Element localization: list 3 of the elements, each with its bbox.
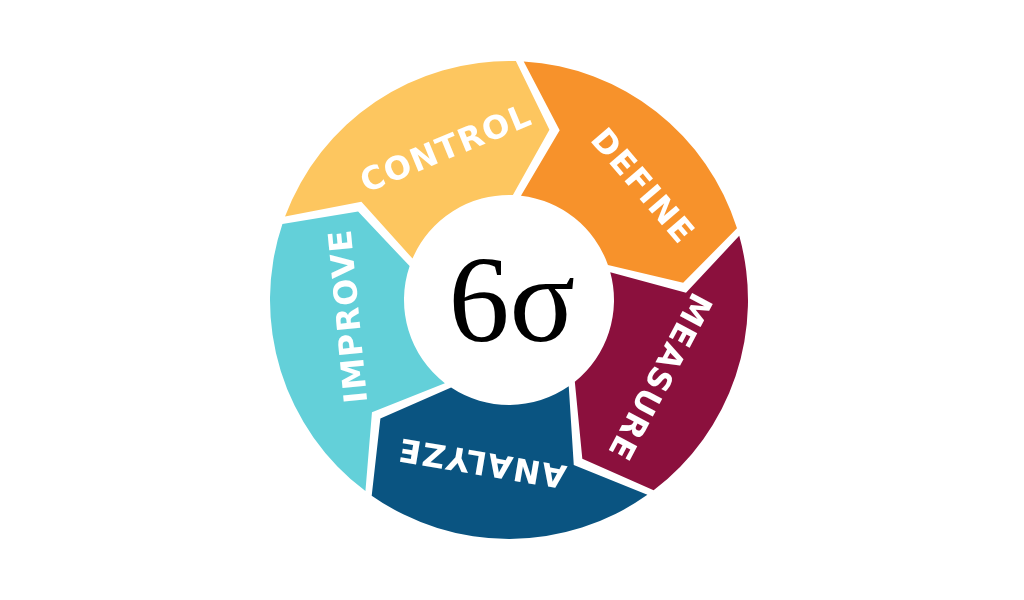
step-label: IMPROVE [323, 226, 373, 405]
step-label: ANALYZE [395, 432, 569, 493]
center-label: 6σ [448, 245, 576, 355]
